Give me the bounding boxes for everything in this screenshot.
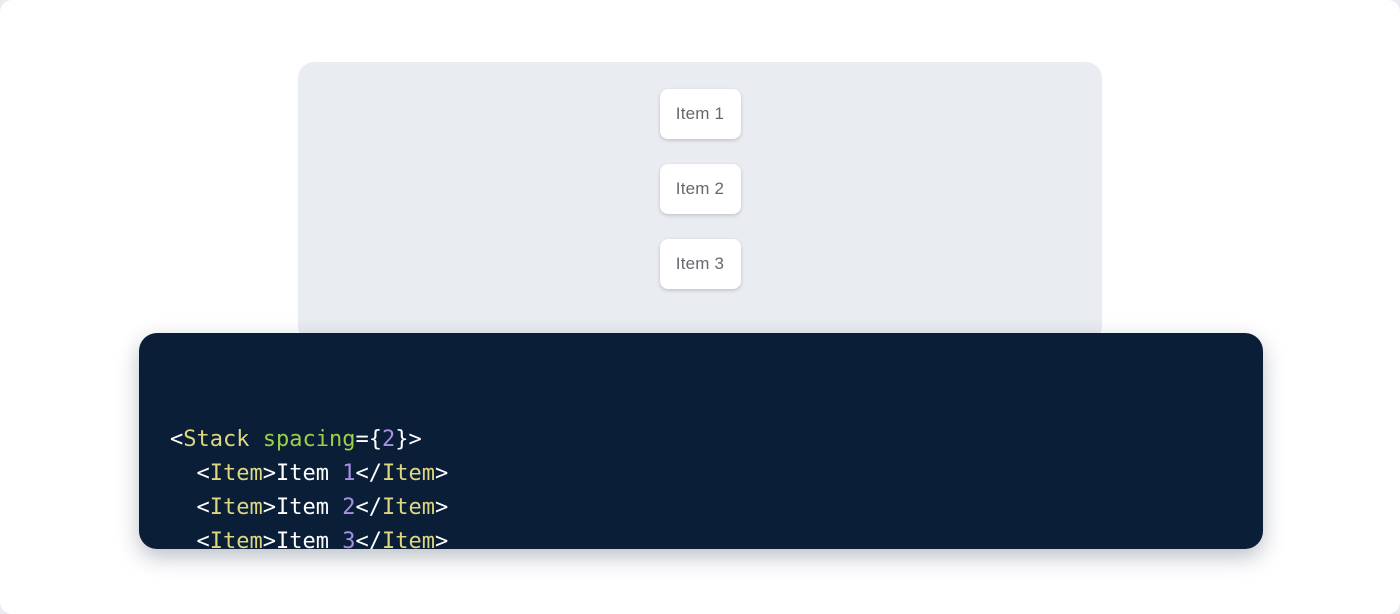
code-token: > bbox=[408, 427, 422, 452]
code-token: Item bbox=[209, 495, 263, 520]
stack-item-label: Item 3 bbox=[675, 254, 725, 273]
code-token bbox=[170, 495, 197, 520]
code-line: <Item>Item 2</Item> bbox=[170, 491, 1232, 525]
code-block: <Stack spacing={2}> <Item>Item 1</Item> … bbox=[139, 333, 1263, 549]
code-token: > bbox=[434, 529, 449, 549]
code-line: <Item>Item 1</Item> bbox=[170, 457, 1232, 491]
code-token: > bbox=[434, 495, 449, 520]
stack-item-card: Item 1 bbox=[659, 89, 741, 139]
code-token: Item bbox=[275, 495, 343, 520]
stack-demo-panel: Item 1 Item 2 Item 3 bbox=[298, 62, 1102, 342]
code-token: > bbox=[262, 495, 276, 520]
code-token: < bbox=[170, 427, 184, 452]
code-line: <Stack spacing={2}> bbox=[170, 423, 1232, 457]
code-token: Item bbox=[381, 495, 435, 520]
code-token bbox=[170, 461, 197, 486]
code-token: 3 bbox=[342, 529, 356, 549]
code-token: Item bbox=[381, 529, 435, 549]
code-token: > bbox=[262, 529, 276, 549]
code-token: { bbox=[368, 427, 382, 452]
stack-item-card: Item 3 bbox=[659, 239, 741, 289]
code-token: = bbox=[355, 427, 369, 452]
stack-item-label: Item 2 bbox=[675, 179, 725, 198]
code-token: 1 bbox=[342, 461, 356, 486]
code-token: < bbox=[196, 529, 210, 549]
code-token bbox=[249, 427, 262, 452]
stack-item-card: Item 2 bbox=[659, 164, 741, 214]
code-token: < bbox=[196, 461, 210, 486]
code-token: Item bbox=[275, 529, 343, 549]
code-token: > bbox=[262, 461, 276, 486]
code-token: </ bbox=[355, 461, 382, 486]
code-token: > bbox=[434, 461, 449, 486]
code-lines: <Stack spacing={2}> <Item>Item 1</Item> … bbox=[170, 423, 1232, 549]
code-token: } bbox=[395, 427, 409, 452]
code-token: Item bbox=[381, 461, 435, 486]
code-token: </ bbox=[355, 495, 382, 520]
code-token: 2 bbox=[342, 495, 356, 520]
code-token: </ bbox=[355, 529, 382, 549]
code-token: spacing bbox=[262, 427, 356, 452]
stack-item-label: Item 1 bbox=[675, 104, 725, 123]
code-token bbox=[170, 529, 197, 549]
code-token: 2 bbox=[381, 427, 396, 452]
code-token: Item bbox=[209, 461, 263, 486]
code-line: <Item>Item 3</Item> bbox=[170, 525, 1232, 549]
code-token: Stack bbox=[183, 427, 250, 452]
code-token: Item bbox=[209, 529, 263, 549]
code-token: < bbox=[196, 495, 210, 520]
code-token: Item bbox=[275, 461, 343, 486]
